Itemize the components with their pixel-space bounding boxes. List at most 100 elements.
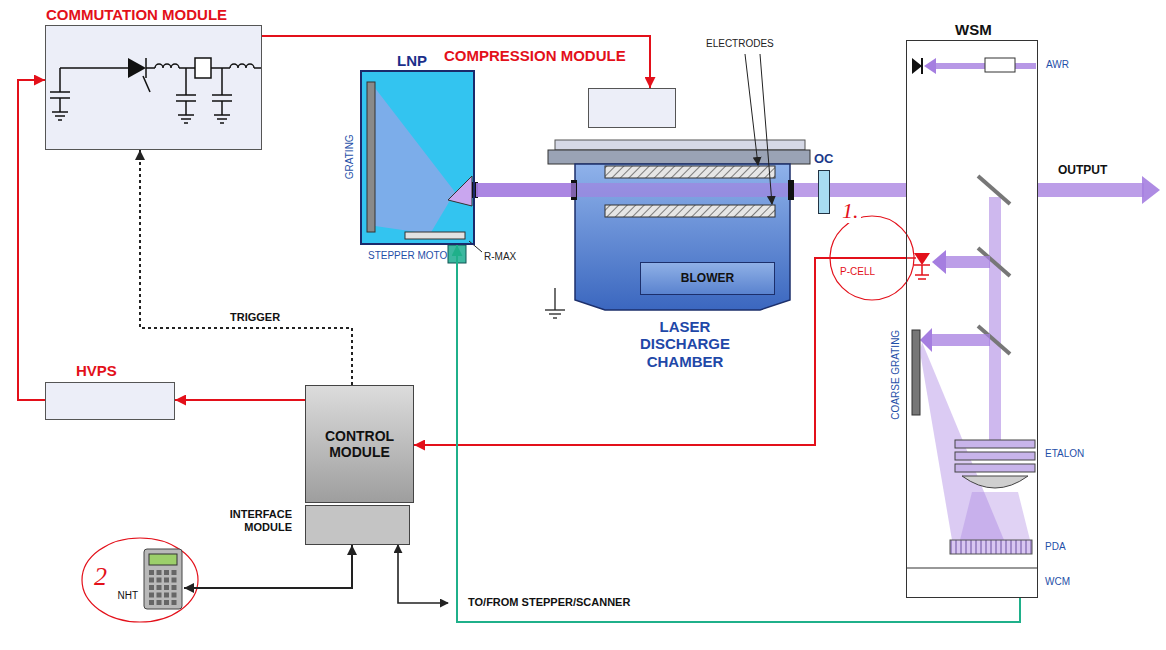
terminal-icon: [172, 570, 177, 575]
node-label: HVPS: [76, 362, 117, 379]
terminal-icon: [172, 585, 177, 590]
terminal-icon: [157, 578, 162, 583]
commutation-circuit: [212, 68, 232, 123]
wsm-box: WSM: [906, 40, 1038, 598]
blower-box: BLOWER: [640, 262, 775, 295]
node-label: OC: [814, 152, 834, 167]
terminal-icon: [157, 600, 162, 605]
discharge-chamber: [548, 150, 810, 164]
wsm-optics: [955, 452, 1035, 460]
discharge-chamber: [760, 54, 772, 204]
node-label: NHT: [98, 590, 138, 602]
commutation-circuit: [45, 25, 262, 150]
wsm-optics: [906, 40, 1038, 598]
edge-label: TRIGGER: [230, 311, 280, 324]
chamber-body: BLOWERLASER DISCHARGE CHAMBER: [575, 164, 790, 310]
part-label: R-MAX: [484, 251, 516, 263]
terminal-icon: [172, 578, 177, 583]
lnp-box: LNP: [360, 70, 475, 245]
wsm-optics: [914, 253, 930, 265]
part-label: ETALON: [1045, 448, 1084, 460]
terminal-icon: [164, 600, 169, 605]
lnp-housing: [375, 88, 455, 234]
lnp-housing: [367, 82, 375, 232]
node-label: LNP: [397, 52, 427, 69]
terminal-icon: [157, 593, 162, 598]
discharge-chamber: [476, 183, 576, 197]
module-box: COMPRESSION MODULE: [588, 88, 676, 128]
signal-connector: [184, 545, 352, 588]
terminal-icon: [164, 593, 169, 598]
wsm-optics: [985, 58, 1015, 72]
node-label: BLOWER: [681, 272, 734, 286]
wsm-optics: [932, 250, 946, 274]
data-link-arrow: [398, 545, 448, 603]
terminal-icon: [157, 585, 162, 590]
wsm-optics: [906, 567, 1038, 568]
terminal-icon: [149, 570, 154, 575]
callout-number: 1.: [840, 198, 861, 223]
wsm-optics: [921, 58, 923, 74]
module-box: COMMUTATION MODULE: [45, 25, 262, 150]
terminal-icon: [164, 585, 169, 590]
commutation-circuit: [230, 64, 254, 68]
terminal-icon: [149, 600, 154, 605]
part-label: PDA: [1045, 541, 1066, 553]
handheld-terminal: NHT: [142, 548, 184, 610]
control-box: CONTROL MODULE: [305, 385, 414, 503]
discharge-chamber: [553, 317, 557, 318]
wsm-optics: [950, 540, 1032, 554]
signal-connector: [262, 36, 650, 88]
terminal-icon: [172, 593, 177, 598]
node-label: WSM: [955, 21, 992, 38]
commutation-circuit: [195, 58, 211, 78]
signal-connector: [457, 245, 1020, 622]
wsm-optics: [955, 440, 1035, 448]
signal-connector: [140, 150, 352, 385]
lnp-housing: [405, 232, 465, 239]
discharge-chamber: [605, 205, 775, 217]
terminal-icon: [149, 578, 154, 583]
part-label: GRATING: [344, 117, 356, 197]
commutation-circuit: [143, 76, 150, 92]
node-label: CONTROL MODULE: [310, 428, 409, 460]
terminal-icon: [149, 554, 177, 565]
signal-connector: [414, 258, 906, 445]
lnp-housing: [360, 70, 475, 245]
module-box: HVPS: [45, 382, 175, 420]
wsm-optics: [928, 334, 990, 346]
node-label: COMPRESSION MODULE: [444, 47, 626, 64]
discharge-chamber: [554, 288, 555, 310]
wsm-optics: [921, 265, 923, 275]
commutation-circuit: [50, 58, 262, 123]
interface-box: INTERFACE MODULE: [305, 505, 410, 545]
discharge-chamber: [476, 54, 810, 318]
wsm-optics: [955, 464, 1035, 472]
lnp-housing: [360, 70, 482, 263]
discharge-chamber: [545, 288, 565, 318]
wsm-optics: [989, 197, 1001, 440]
laser-beam: [1142, 176, 1160, 204]
part-label: ELECTRODES: [706, 38, 774, 50]
terminal-icon: [164, 578, 169, 583]
part-label: TO/FROM STEPPER/SCANNER: [468, 596, 630, 609]
wsm-optics: [944, 256, 990, 268]
signal-connector: [18, 80, 45, 400]
commutation-circuit: [45, 25, 262, 150]
discharge-chamber: [605, 166, 775, 178]
lnp-housing: [469, 241, 482, 252]
callout-ring: [82, 538, 198, 622]
node-label: LASER DISCHARGE CHAMBER: [620, 318, 750, 370]
discharge-chamber: [549, 313, 561, 314]
part-label: WCM: [1045, 576, 1070, 588]
commutation-circuit: [60, 67, 262, 69]
discharge-chamber: [575, 164, 790, 310]
commutation-circuit: [50, 68, 70, 120]
terminal-icon: [149, 593, 154, 598]
wsm-optics: [915, 274, 929, 276]
data-link-arrow: [398, 545, 448, 603]
wsm-optics: [906, 40, 1038, 598]
